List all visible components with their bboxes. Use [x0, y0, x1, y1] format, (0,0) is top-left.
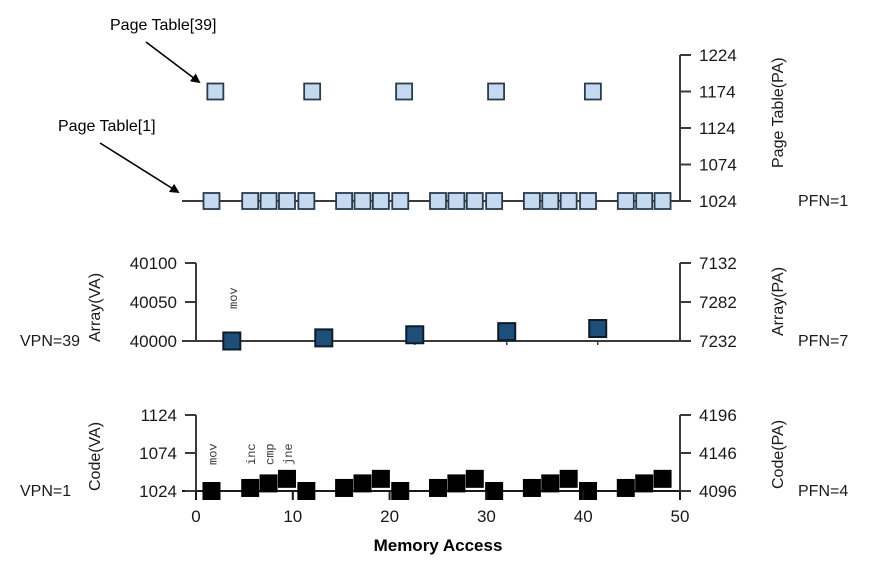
code-marker: [202, 482, 221, 500]
pagetable-marker: [429, 192, 447, 210]
pagetable-marker: [465, 192, 484, 210]
array-marker: [405, 325, 425, 345]
code-marker: [429, 478, 447, 497]
code-marker: [335, 478, 354, 497]
annotation-arrow-page-table-1: [99, 142, 180, 194]
code-marker: [465, 469, 484, 488]
code-pfn-label: PFN=4: [798, 483, 848, 500]
pagetable-right-axis-title: Page Table(PA): [770, 57, 787, 168]
code-marker: [541, 474, 560, 493]
pagetable-marker: [391, 192, 410, 210]
pagetable-pfn-label: PFN=1: [798, 193, 848, 210]
code-right-tick-label: 4146: [699, 444, 737, 463]
code-marker: [353, 474, 372, 493]
pagetable-marker: [653, 192, 672, 210]
pagetable-marker: [297, 192, 316, 210]
x-axis-tick-label: 0: [191, 507, 200, 526]
code-marker: [653, 469, 672, 488]
code-left-tick-label: 1024: [139, 482, 177, 501]
code-right-tick-label: 4096: [699, 482, 737, 501]
x-axis-tick-label: 40: [574, 507, 593, 526]
code-left-tick-label: 1074: [139, 444, 177, 463]
annotation-arrow-page-table-39: [145, 41, 201, 84]
pagetable-marker: [541, 192, 560, 210]
array-pfn-label: PFN=7: [798, 333, 848, 350]
code-marker: [635, 474, 654, 493]
pagetable-right-tick-label: 1124: [699, 119, 736, 138]
pagetable-marker: [447, 192, 466, 210]
pagetable-marker: [559, 192, 578, 210]
instruction-label-inc: inc: [245, 443, 259, 465]
annotation-page-table-1: Page Table[1]: [58, 118, 156, 135]
pagetable-marker: [241, 192, 260, 210]
pagetable-marker: [202, 192, 221, 210]
code-marker: [277, 469, 296, 488]
annotation-page-table-39: Page Table[39]: [110, 17, 216, 34]
pagetable-marker: [259, 192, 278, 210]
array-marker: [314, 328, 334, 348]
array-marker: [588, 319, 608, 339]
code-vpn-label: VPN=1: [20, 483, 71, 500]
pagetable-marker: [353, 192, 372, 210]
code-marker: [259, 474, 278, 493]
code-marker: [391, 482, 410, 500]
code-marker: [559, 469, 578, 488]
code-right-axis-title: Code(PA): [770, 420, 787, 489]
instruction-label-cmp: cmp: [264, 443, 278, 465]
array-left-tick-label: 40000: [130, 332, 177, 351]
array-marker: [222, 331, 242, 351]
array-right-axis-title: Array(PA): [770, 267, 787, 336]
code-marker: [579, 482, 598, 500]
x-axis-tick-label: 30: [477, 507, 496, 526]
code-marker: [241, 478, 260, 497]
array-left-tick-label: 40050: [130, 293, 177, 312]
x-axis-tick-label: 10: [283, 507, 302, 526]
array-right-tick-label: 7232: [699, 332, 737, 351]
code-marker: [371, 469, 390, 488]
array-right-tick-label: 7132: [699, 254, 737, 273]
x-axis-title: Memory Access: [374, 536, 503, 555]
pagetable-marker: [583, 82, 602, 101]
x-axis-tick-label: 20: [380, 507, 399, 526]
array-left-axis-title: Array(VA): [87, 273, 104, 342]
pagetable-marker: [485, 192, 504, 210]
pagetable-marker: [487, 82, 505, 101]
array-marker: [497, 322, 517, 342]
pagetable-marker: [616, 192, 635, 210]
code-marker: [522, 478, 541, 497]
code-marker: [447, 474, 466, 493]
instruction-label-jne: jne: [282, 443, 296, 465]
array-left-tick-label: 40100: [130, 254, 177, 273]
pagetable-right-tick-label: 1024: [699, 192, 737, 211]
instruction-label-mov: mov: [206, 443, 220, 465]
pagetable-marker: [635, 192, 654, 210]
pagetable-marker: [335, 192, 354, 210]
pagetable-marker: [371, 192, 390, 210]
array-vpn-label: VPN=39: [20, 333, 80, 350]
code-marker: [485, 482, 504, 500]
code-marker: [297, 482, 316, 500]
pagetable-marker: [522, 192, 541, 210]
code-left-tick-label: 1124: [140, 406, 177, 425]
array-right-tick-label: 7282: [699, 293, 737, 312]
pagetable-marker: [206, 82, 225, 101]
code-right-tick-label: 4196: [699, 406, 737, 425]
instruction-label-mov: mov: [227, 287, 241, 309]
pagetable-right-tick-label: 1224: [699, 46, 737, 65]
pagetable-marker: [579, 192, 597, 210]
pagetable-marker: [395, 82, 414, 101]
x-axis-tick-label: 50: [671, 507, 690, 526]
pagetable-right-tick-label: 1174: [699, 83, 736, 102]
pagetable-marker: [303, 82, 322, 101]
pagetable-marker: [278, 192, 296, 210]
code-marker: [616, 478, 635, 497]
pagetable-right-tick-label: 1074: [699, 156, 737, 175]
code-left-axis-title: Code(VA): [87, 422, 104, 491]
